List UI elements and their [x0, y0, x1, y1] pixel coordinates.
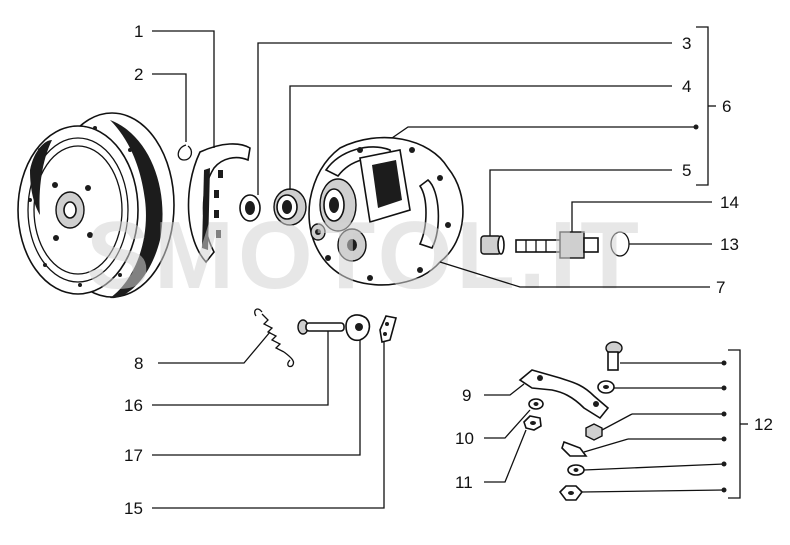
wheel-rim	[17, 112, 175, 299]
callout-4: 4	[682, 77, 691, 96]
cam-washer	[345, 314, 371, 342]
pin	[297, 319, 345, 335]
oil-seal	[239, 194, 261, 222]
callout-6: 6	[722, 97, 731, 116]
callout-13: 13	[720, 235, 739, 254]
brake-shoe	[187, 143, 251, 264]
callout-8: 8	[134, 354, 143, 373]
callout-5: 5	[682, 161, 691, 180]
nut-11	[523, 415, 542, 431]
callout-9: 9	[462, 386, 471, 405]
bush	[480, 235, 505, 255]
callout-3: 3	[682, 34, 691, 53]
spring	[254, 308, 295, 368]
callout-10: 10	[455, 429, 474, 448]
callout-7: 7	[716, 278, 725, 297]
callout-17: 17	[124, 446, 143, 465]
housing-screw	[310, 223, 326, 241]
small-plate	[379, 315, 397, 343]
circlip-part	[177, 144, 193, 161]
brake-hub-housing	[308, 136, 464, 286]
leader-lines	[152, 26, 748, 509]
watermark: SMOTOL.IT	[86, 202, 643, 309]
callout-12: 12	[754, 415, 773, 434]
callout-1: 1	[134, 22, 143, 41]
callout-14: 14	[720, 193, 739, 212]
bearing	[273, 188, 307, 226]
callout-16: 16	[124, 396, 143, 415]
callout-2: 2	[134, 65, 143, 84]
brake-lever	[518, 369, 610, 420]
callout-labels: 1 2 3 4 5 6 7 8 9 10 11 12 13 14 15 16 1…	[124, 22, 773, 518]
callout-15: 15	[124, 499, 143, 518]
callout-11: 11	[455, 473, 473, 492]
kit-12-parts	[558, 341, 623, 501]
